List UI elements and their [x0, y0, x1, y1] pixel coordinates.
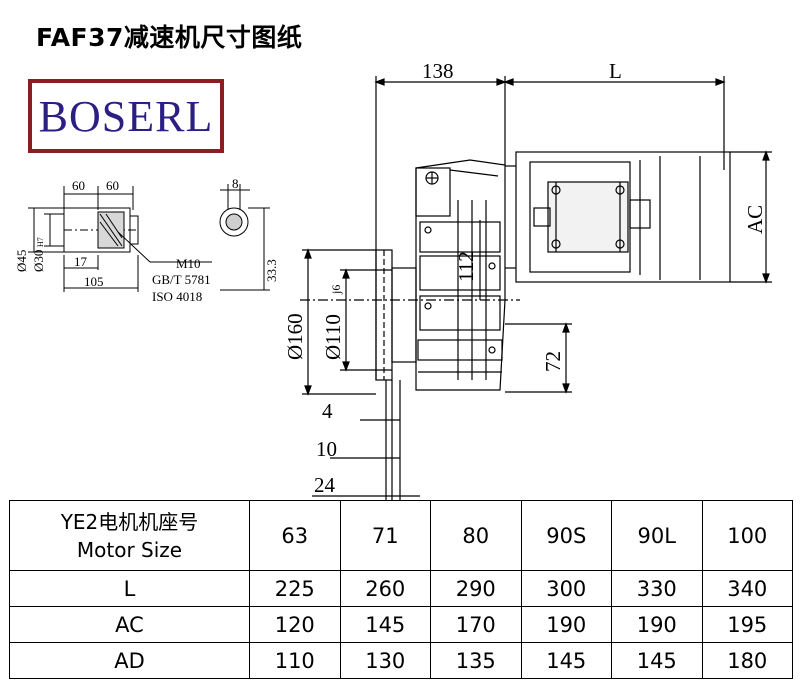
size-cell: 71	[339, 500, 431, 571]
table-cell: 225	[249, 570, 341, 607]
table-cell: 190	[520, 606, 612, 643]
table-cell: 260	[339, 570, 431, 607]
dim-phi110-tol: j6	[329, 285, 343, 295]
table-cell: 130	[339, 642, 431, 679]
row-label: AC	[9, 606, 250, 643]
dim-phi30: Ø30	[31, 250, 46, 272]
dim-60b: 60	[106, 178, 119, 193]
header-line-en: Motor Size	[76, 537, 183, 562]
dim-phi110: Ø110	[321, 314, 345, 360]
thread-note: M10	[176, 256, 201, 271]
row-label: L	[9, 570, 250, 607]
table-header-row: YE2电机机座号 Motor Size 63 71 80 90S 90L 100	[9, 500, 793, 571]
table-cell: 135	[430, 642, 522, 679]
table-cell: 195	[701, 606, 793, 643]
dim-4: 4	[322, 399, 333, 423]
dim-33-3: 33.3	[264, 259, 279, 282]
dimension-drawing: 60 60 8 Ø45 Ø30 H7 17 105 33.3 M10 GB/T …	[14, 59, 772, 500]
table-cell: 290	[430, 570, 522, 607]
brand-logo: BOSERL	[28, 79, 224, 153]
dim-phi30-tol: H7	[36, 237, 45, 247]
gearmotor-labels: 138 L AC 112 Ø160 Ø110 j6 72 4 10 24	[283, 59, 767, 497]
standard-gbt: GB/T 5781	[152, 272, 211, 287]
table-cell: 340	[701, 570, 793, 607]
dim-105: 105	[84, 274, 104, 289]
table-cell: 120	[249, 606, 341, 643]
dim-phi45: Ø45	[14, 250, 29, 272]
shaft-detail-drawing	[28, 184, 270, 292]
motor-size-table: YE2电机机座号 Motor Size 63 71 80 90S 90L 100…	[9, 500, 793, 679]
size-cell: 90L	[611, 500, 703, 571]
dim-72: 72	[541, 351, 565, 372]
dim-phi160: Ø160	[283, 313, 307, 360]
table-cell: 300	[520, 570, 612, 607]
row-label: AD	[9, 642, 250, 679]
table-cell: 145	[611, 642, 703, 679]
dim-L: L	[609, 59, 622, 83]
size-cell: 63	[249, 500, 341, 571]
table-row-L: L 225 260 290 300 330 340	[9, 570, 793, 607]
dim-AC: AC	[743, 205, 767, 234]
dim-60a: 60	[72, 178, 85, 193]
table-cell: 330	[611, 570, 703, 607]
dim-17: 17	[74, 254, 88, 269]
table-cell: 180	[701, 642, 793, 679]
table-cell: 190	[611, 606, 703, 643]
dim-138: 138	[422, 59, 454, 83]
size-cell: 80	[430, 500, 522, 571]
table-cell: 145	[520, 642, 612, 679]
size-cell: 100	[701, 500, 793, 571]
dim-8: 8	[232, 176, 239, 191]
table-cell: 145	[339, 606, 431, 643]
table-header-label: YE2电机机座号 Motor Size	[9, 500, 250, 571]
shaft-detail-labels: 60 60 8 Ø45 Ø30 H7 17 105 33.3 M10 GB/T …	[14, 176, 279, 304]
brand-logo-text: BOSERL	[38, 91, 214, 141]
size-cell: 90S	[520, 500, 612, 571]
page-title: FAF37减速机尺寸图纸	[36, 23, 303, 52]
table-row-AD: AD 110 130 135 145 145 180	[9, 642, 793, 679]
standard-iso: ISO 4018	[152, 289, 202, 304]
dim-24: 24	[314, 473, 336, 497]
dim-10: 10	[316, 437, 337, 461]
table-cell: 170	[430, 606, 522, 643]
table-row-AC: AC 120 145 170 190 190 195	[9, 606, 793, 643]
dim-112: 112	[454, 251, 478, 282]
table-cell: 110	[249, 642, 341, 679]
header-line-cn: YE2电机机座号	[60, 509, 199, 534]
gearmotor-drawing	[300, 76, 772, 500]
